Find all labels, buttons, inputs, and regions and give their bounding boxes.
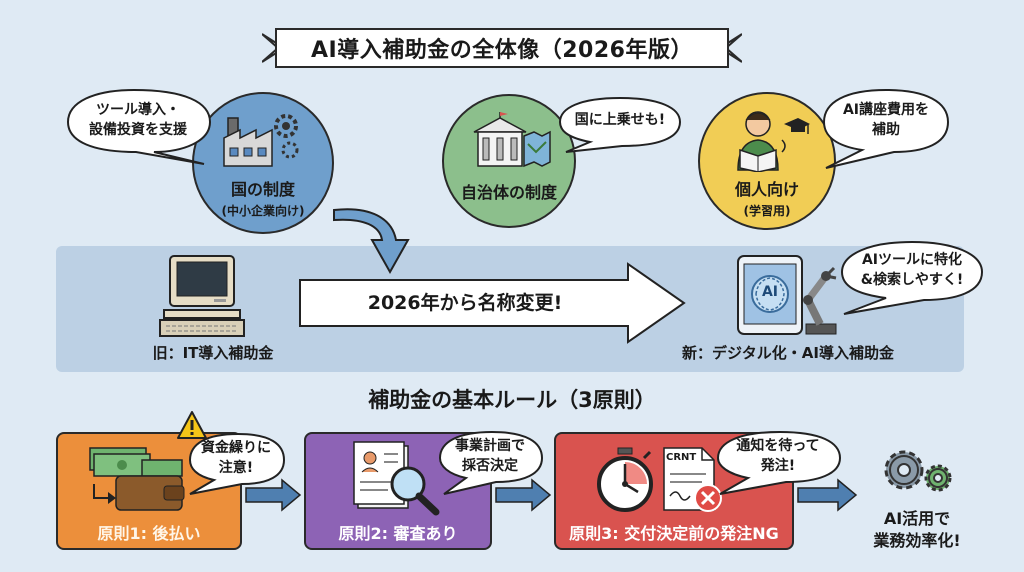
rule1-speech-bubble bbox=[188, 432, 286, 495]
contract-rejected-icon bbox=[663, 447, 722, 512]
national-speech-bubble bbox=[66, 88, 212, 165]
national-bubble-line1: ツール導入・ bbox=[96, 101, 180, 118]
goal-line1: AI活用で bbox=[883, 509, 951, 528]
gears-icon bbox=[884, 450, 952, 492]
stopwatch-icon bbox=[597, 447, 653, 512]
individual-speech-bubble bbox=[822, 88, 950, 169]
name-change-text: 2026年から名称変更! bbox=[367, 292, 563, 314]
individual-program-sublabel: (学習用) bbox=[743, 203, 791, 218]
rules-section-title: 補助金の基本ルール（3原則） bbox=[368, 388, 656, 412]
title-banner bbox=[262, 28, 742, 68]
old-pc-icon bbox=[159, 255, 245, 337]
rule3-label: 原則3: 交付決定前の発注NG bbox=[569, 524, 779, 543]
money-wallet-icon bbox=[89, 447, 185, 511]
ai-tablet-robot-icon bbox=[737, 255, 837, 335]
national-program-label: 国の制度 bbox=[230, 179, 295, 199]
rule2-bubble-line1: 事業計画で bbox=[455, 437, 525, 454]
rule1-bubble-line2: 注意! bbox=[218, 460, 254, 476]
document-magnifier-icon bbox=[353, 441, 440, 516]
rule3-bubble-line2: 発注! bbox=[760, 458, 796, 474]
rule1-label: 原則1: 後払い bbox=[97, 524, 201, 543]
new-name-speech-bubble bbox=[840, 240, 984, 315]
municipal-program-label: 自治体の制度 bbox=[460, 183, 557, 202]
rule2-bubble-line2: 採否決定 bbox=[462, 458, 518, 474]
city-hall-map-icon bbox=[473, 112, 551, 168]
municipal-speech-bubble bbox=[558, 96, 682, 153]
national-bubble-line2: 設備投資を支援 bbox=[89, 122, 187, 138]
ai-chip-text: AI bbox=[761, 284, 779, 300]
individual-bubble-line2: 補助 bbox=[872, 122, 900, 138]
goal-line2: 業務効率化! bbox=[873, 530, 961, 550]
individual-program-label: 個人向け bbox=[734, 179, 799, 199]
factory-gear-icon bbox=[223, 114, 299, 167]
national-program-sublabel: (中小企業向け) bbox=[221, 203, 305, 218]
rule3-speech-bubble bbox=[716, 430, 842, 495]
old-name-label: 旧：IT導入補助金 bbox=[152, 344, 274, 362]
municipal-bubble-text: 国に上乗せも! bbox=[574, 111, 666, 128]
new-name-label: 新：デジタル化・AI導入補助金 bbox=[682, 344, 894, 362]
individual-bubble-line1: AI講座費用を bbox=[842, 101, 930, 118]
rule1-bubble-line1: 資金繰りに bbox=[201, 439, 271, 456]
name-change-arrow bbox=[299, 262, 686, 344]
document-header-text: CRNT bbox=[666, 452, 697, 463]
rule2-label: 原則2: 審査あり bbox=[338, 524, 458, 543]
student-reading-icon bbox=[737, 111, 810, 172]
rule2-speech-bubble bbox=[438, 430, 544, 495]
new-name-bubble-line1: AIツールに特化 bbox=[861, 251, 963, 268]
new-name-bubble-line2: &検索しやすく! bbox=[860, 272, 964, 288]
flow-arrow-3 bbox=[797, 478, 858, 512]
rule3-bubble-line1: 通知を待って bbox=[736, 437, 820, 454]
page-title: AI導入補助金の全体像（2026年版） bbox=[311, 38, 693, 63]
flow-arrow-2 bbox=[495, 478, 552, 512]
flow-arrow-1 bbox=[245, 478, 302, 512]
warning-icon bbox=[177, 411, 207, 439]
merge-down-arrow bbox=[333, 208, 410, 275]
